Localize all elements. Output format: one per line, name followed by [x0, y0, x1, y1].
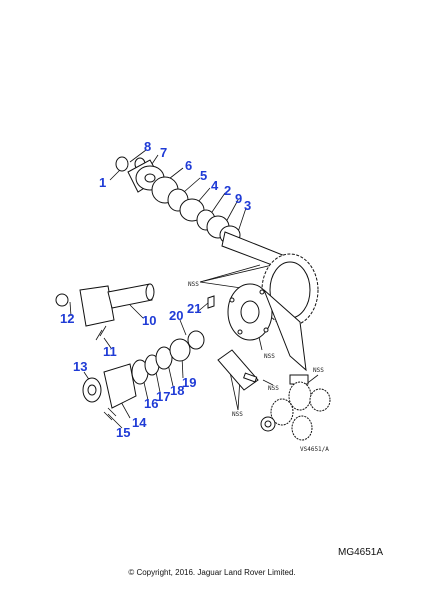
nss-label-gear-left: NSS — [268, 385, 279, 392]
callout-18: 18 — [170, 383, 184, 398]
copyright-notice: © Copyright, 2016. Jaguar Land Rover Lim… — [128, 568, 296, 577]
figure-code: MG4651A — [338, 547, 384, 558]
callout-19: 19 — [182, 375, 196, 390]
callout-12: 12 — [60, 311, 74, 326]
callout-8: 8 — [144, 139, 151, 154]
callout-10: 10 — [142, 313, 156, 328]
callout-1: 1 — [99, 175, 106, 190]
bearing-seal-stack — [82, 330, 205, 421]
callout-numbers: 1 8 7 6 5 4 2 9 3 12 10 20 21 11 13 19 1… — [60, 139, 251, 440]
nss-label-gear-right: NSS — [313, 367, 324, 374]
drawing-reference: VS4651/A — [300, 446, 329, 453]
callout-14: 14 — [132, 415, 147, 430]
callout-7: 7 — [160, 145, 167, 160]
spider-gears — [260, 374, 331, 441]
nss-label-case-bottom: NSS — [264, 353, 275, 360]
callout-20: 20 — [169, 308, 183, 323]
nss-label-case: NSS — [188, 281, 199, 288]
cross-shaft — [207, 295, 259, 391]
nss-label-cross-shaft: NSS — [232, 411, 243, 418]
callout-11: 11 — [103, 344, 117, 359]
callout-15: 15 — [116, 425, 130, 440]
callout-4: 4 — [211, 178, 219, 193]
callout-2: 2 — [224, 183, 231, 198]
callout-16: 16 — [144, 396, 158, 411]
callout-9: 9 — [235, 191, 242, 206]
pinion-shaft-assembly — [115, 156, 301, 275]
callout-6: 6 — [185, 158, 192, 173]
output-shaft-assembly — [55, 283, 155, 341]
callout-3: 3 — [244, 198, 251, 213]
differential-case — [227, 283, 307, 372]
callout-17: 17 — [156, 389, 170, 404]
callout-21: 21 — [187, 301, 201, 316]
callout-13: 13 — [73, 359, 87, 374]
callout-5: 5 — [200, 168, 207, 183]
